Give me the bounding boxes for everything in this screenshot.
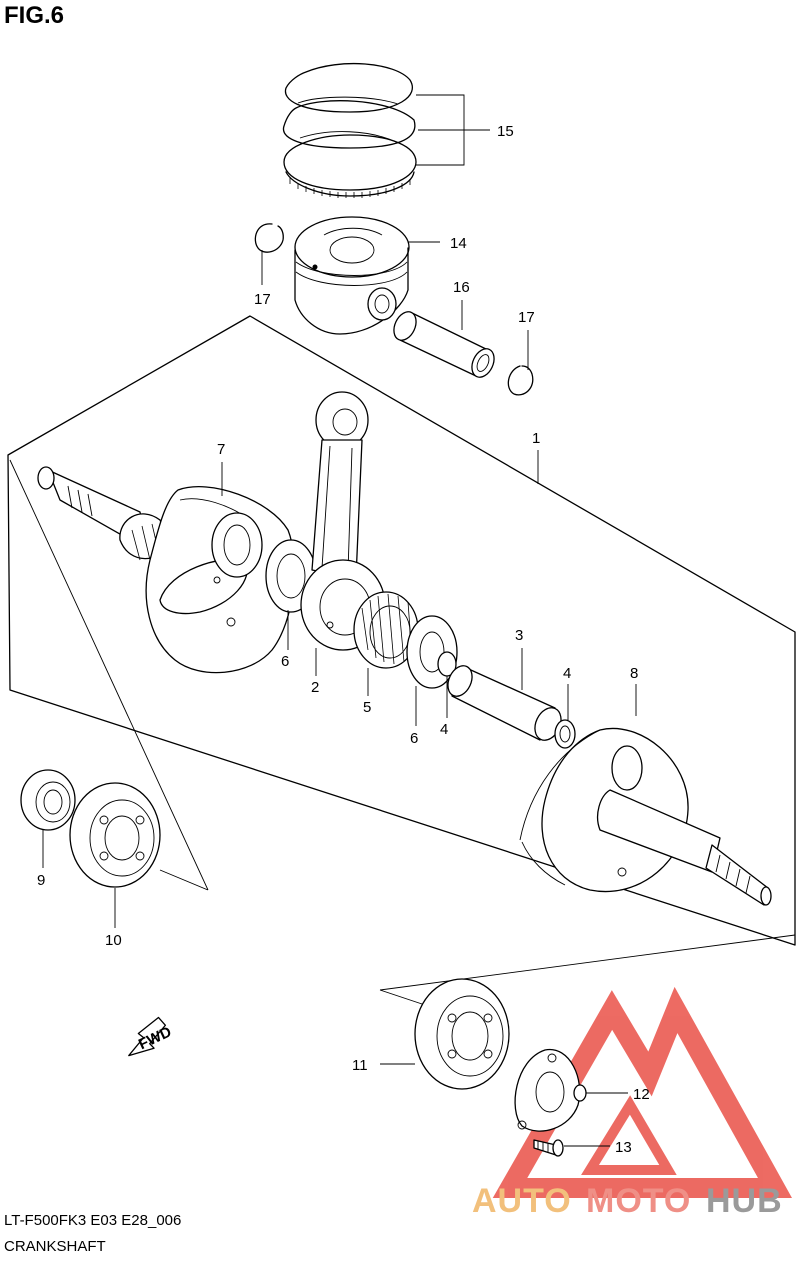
- forward-direction-arrow: FWD: [128, 1016, 174, 1057]
- callout-4-left: 4: [440, 721, 448, 738]
- callout-2: 2: [311, 679, 319, 696]
- callout-11: 11: [352, 1057, 368, 1074]
- watermark-text: AUTO MOTO HUB: [472, 1182, 783, 1220]
- automotohub-logo: [492, 986, 793, 1198]
- watermark-hub: HUB: [706, 1182, 783, 1220]
- callout-5: 5: [363, 699, 371, 716]
- callout-8: 8: [630, 665, 638, 682]
- circlip-right: [507, 365, 534, 396]
- crank-half-left: [37, 466, 295, 674]
- callout-labels: 15 14 17 16 17 1 7 6 2 5 6 4 3 4 8 9 10 …: [37, 123, 650, 1156]
- callout-6-left: 6: [281, 653, 289, 670]
- callout-3: 3: [515, 627, 523, 644]
- crank-pin-collar: [554, 719, 576, 749]
- needle-bearing: [353, 591, 419, 669]
- crank-pin: [447, 665, 562, 741]
- callout-4-right: 4: [563, 665, 571, 682]
- piston-pin: [393, 311, 495, 378]
- callout-15: 15: [497, 123, 514, 140]
- callout-17-left: 17: [254, 291, 271, 308]
- assembly-diagonal-lines: [9, 459, 209, 891]
- watermark-moto: MOTO: [586, 1182, 691, 1220]
- section-name: CRANKSHAFT: [4, 1238, 106, 1255]
- crankshaft-assembly-frame: [7, 315, 796, 946]
- watermark-auto: AUTO: [472, 1182, 572, 1220]
- bearing-10: [69, 782, 161, 888]
- figure-title: FIG.6: [4, 2, 65, 29]
- bearing-9: [20, 769, 76, 831]
- screw: [533, 1139, 564, 1157]
- callout-14: 14: [450, 235, 467, 252]
- bearing-retainer: [514, 1049, 587, 1132]
- circlip-left: [254, 223, 284, 253]
- callout-leaders: [42, 94, 637, 1147]
- callout-6-right: 6: [410, 730, 418, 747]
- bearing-11: [414, 978, 510, 1090]
- callout-9: 9: [37, 872, 45, 889]
- crank-half-right: [519, 727, 772, 906]
- callout-10: 10: [105, 932, 122, 949]
- callout-7: 7: [217, 441, 225, 458]
- callout-12: 12: [633, 1086, 650, 1103]
- piston-rings: [282, 63, 417, 198]
- model-code: LT-F500FK3 E03 E28_006: [4, 1212, 182, 1229]
- piston: [294, 216, 410, 335]
- callout-13: 13: [615, 1139, 632, 1156]
- callout-17-right: 17: [518, 309, 535, 326]
- watermark-triangle: [492, 986, 793, 1198]
- callout-1: 1: [532, 430, 540, 447]
- callout-16: 16: [453, 279, 470, 296]
